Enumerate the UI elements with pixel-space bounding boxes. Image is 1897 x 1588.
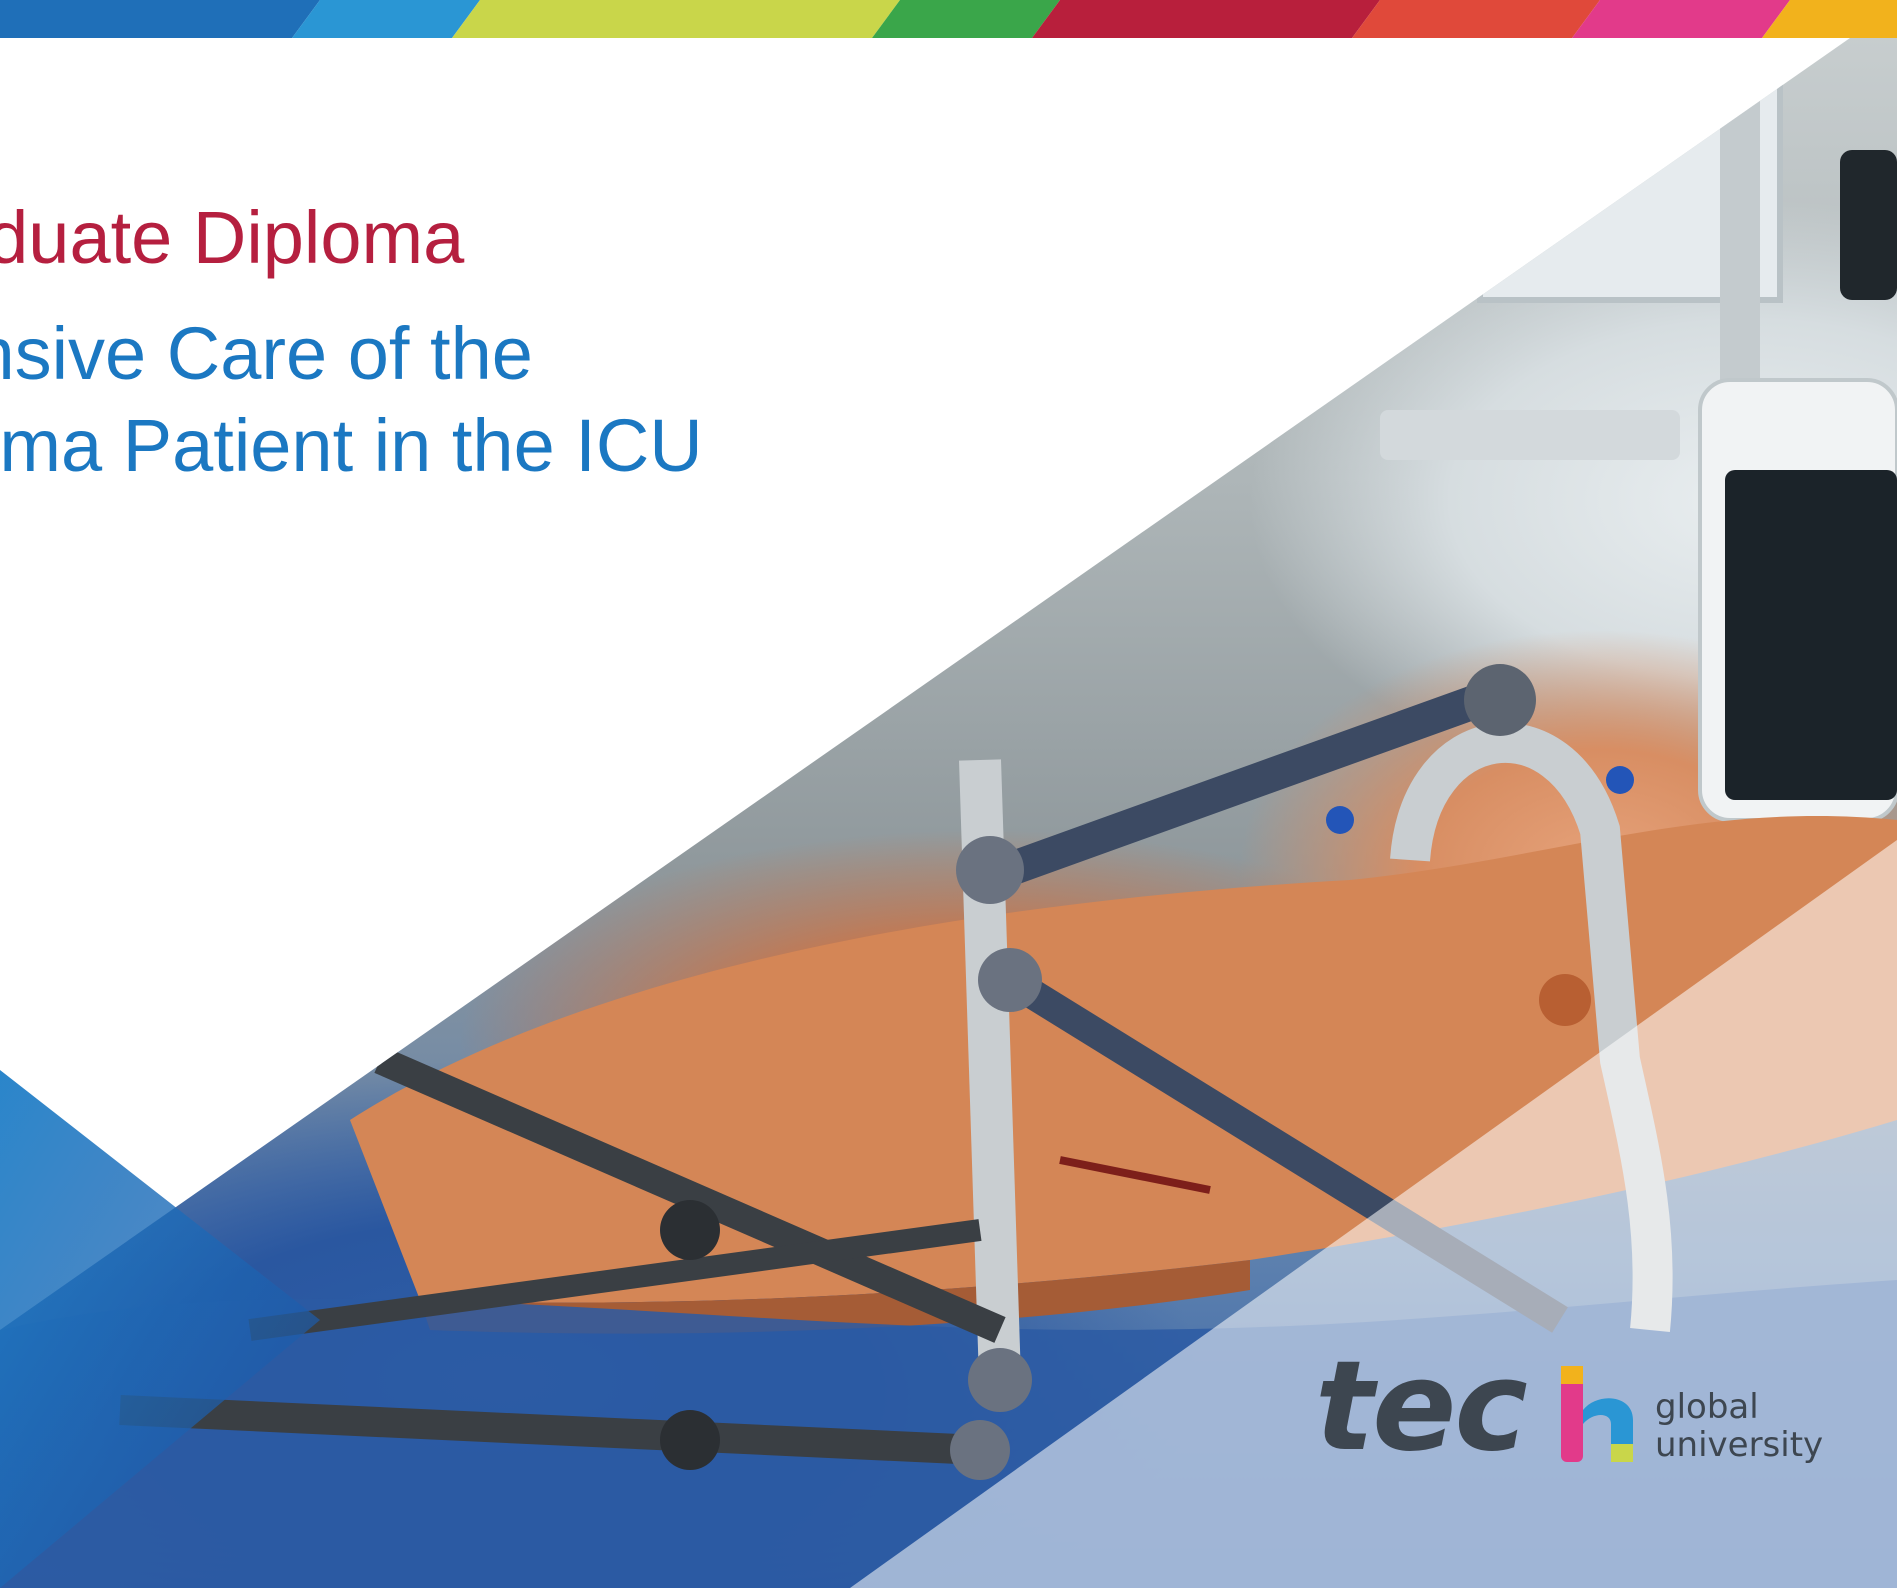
bar-segment: [1352, 0, 1600, 38]
fixator-joint: [968, 1348, 1032, 1412]
program-title-line-2: Trauma Patient in the ICU: [0, 404, 703, 487]
logo-wordmark: tech: [1315, 1335, 1528, 1479]
program-title-line-1: ehensive Care of the: [0, 312, 533, 395]
fixator-strut: [119, 1395, 981, 1465]
fixator-joint: [978, 948, 1042, 1012]
fixator-strut: [974, 684, 1486, 896]
fixator-joint: [660, 1410, 720, 1470]
bar-segment: [0, 0, 320, 38]
fixator-joint: [950, 1420, 1010, 1480]
fixator-joint: [660, 1200, 720, 1260]
monitor-arm: [1720, 70, 1760, 430]
logo-tagline-line-1: global: [1655, 1387, 1759, 1427]
logo-tagline-line-2: university: [1655, 1425, 1824, 1465]
program-type: aduate Diploma: [0, 196, 465, 279]
fixator-joint: [1464, 664, 1536, 736]
bar-segment: [1572, 0, 1790, 38]
bar-segment: [1762, 0, 1897, 38]
fixator-strut: [374, 1047, 1006, 1343]
fixator-joint: [956, 836, 1024, 904]
bar-segment: [1032, 0, 1380, 38]
blue-pin-cap: [1606, 766, 1634, 794]
logo-tagline: global university: [1655, 1388, 1823, 1464]
fixator-strut: [248, 1219, 982, 1341]
program-title: ehensive Care of the Trauma Patient in t…: [0, 308, 703, 492]
orange-bolt: [1539, 974, 1591, 1026]
blue-pin-cap: [1326, 806, 1354, 834]
top-color-bar: [0, 0, 1897, 38]
device-control: [1840, 150, 1897, 300]
bar-segment: [452, 0, 900, 38]
tech-h-multicolor-icon: [1561, 1366, 1633, 1462]
tech-logo: tech global university: [1315, 1342, 1823, 1480]
keyboard: [1380, 410, 1680, 460]
title-block: aduate Diploma ehensive Care of the Trau…: [0, 0, 1200, 560]
sutured-wound: [1059, 1156, 1211, 1194]
bar-segment: [872, 0, 1060, 38]
bar-segment: [292, 0, 480, 38]
device-screen: [1725, 470, 1897, 800]
